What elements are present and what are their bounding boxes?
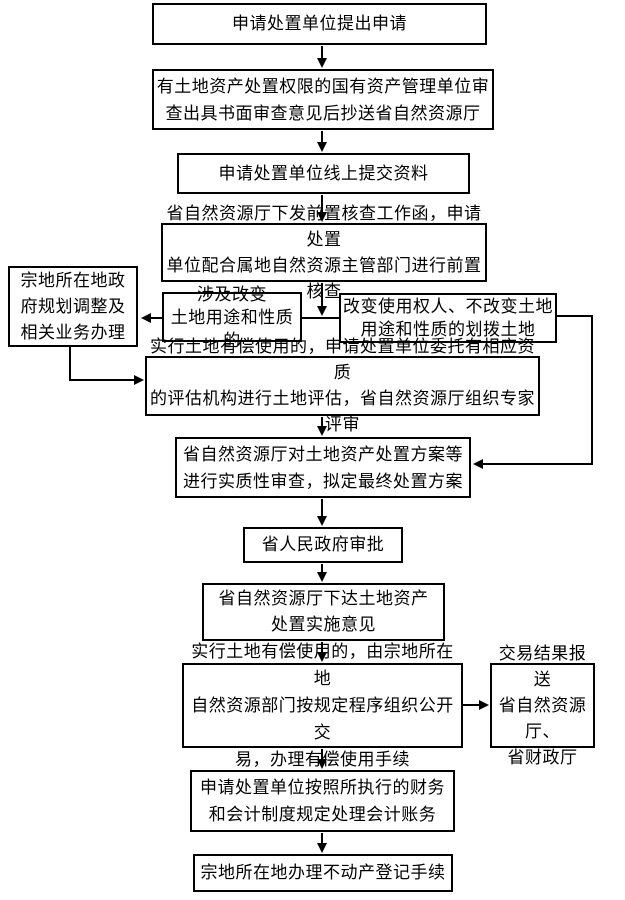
- node-local-gov-planning: 宗地所在地政 府规划调整及 相关业务办理: [8, 266, 138, 347]
- node-accounting-treatment: 申请处置单位按照所执行的财务 和会计制度规定处理会计账务: [190, 770, 455, 832]
- node-provincial-gov-approval: 省人民政府审批: [243, 527, 403, 563]
- node-apply-request: 申请处置单位提出申请: [152, 3, 487, 45]
- node-allocated-land-no-change: 改变使用权人、不改变土地 用途和性质的划拨土地: [339, 293, 557, 343]
- node-land-appraisal: 实行土地有偿使用的，申请处置单位委托有相应资质 的评估机构进行土地评估，省自然资…: [145, 337, 540, 434]
- node-state-asset-unit-review: 有土地资产处置权限的国有资产管理单位审 查出具书面审查意见后抄送省自然资源厅: [152, 69, 494, 130]
- arrow-allocated-to-substantive: [473, 315, 593, 469]
- node-implementation-opinion: 省自然资源厅下达土地资产 处置实施意见: [202, 583, 445, 641]
- node-pre-check: 省自然资源厅下发前置核查工作函，申请处置 单位配合属地自然资源主管部门进行前置核…: [161, 204, 487, 301]
- node-substantive-review: 省自然资源厅对土地资产处置方案等 进行实质性审查，拟定最终处置方案: [175, 437, 471, 498]
- node-public-trade: 实行土地有偿使用的，由宗地所在地 自然资源部门按规定程序组织公开交 易，办理有偿…: [182, 642, 463, 769]
- node-real-estate-registration: 宗地所在地办理不动产登记手续: [193, 854, 453, 892]
- node-online-submit-materials: 申请处置单位线上提交资料: [177, 153, 470, 194]
- node-change-land-use: 涉及改变 土地用途和性质的: [162, 285, 302, 350]
- node-trade-result-report: 交易结果报送 省自然资源厅、 省财政厅: [490, 644, 595, 767]
- arrow-planning-to-appraisal: [69, 347, 144, 385]
